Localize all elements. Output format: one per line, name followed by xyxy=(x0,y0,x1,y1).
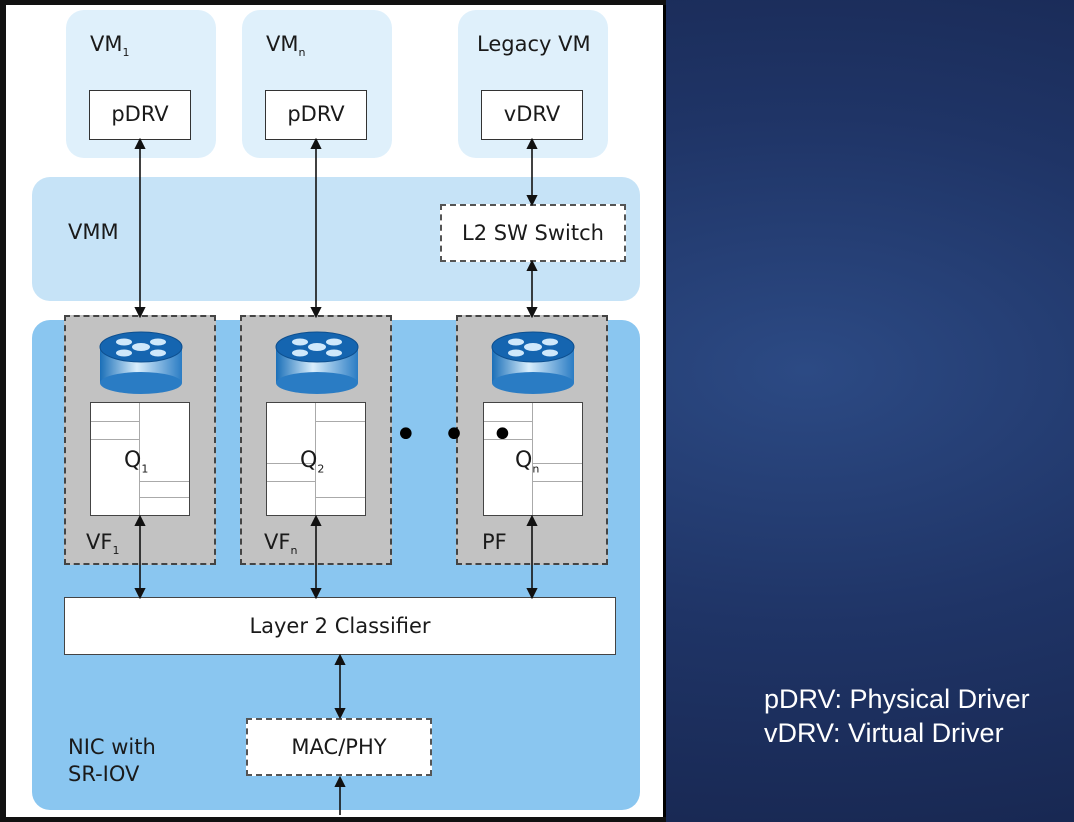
vm1-title: VM1 xyxy=(90,32,130,60)
legacy-vdrv-box: vDRV xyxy=(481,90,583,140)
pf-label: PF xyxy=(482,530,507,554)
queue-label-n: Qn xyxy=(515,448,540,476)
vmm-label: VMM xyxy=(68,220,119,244)
frame-bottom-edge xyxy=(0,817,666,822)
vmn-pdrv-box: pDRV xyxy=(265,90,367,140)
queue-disk-icon xyxy=(99,331,183,394)
queue-box-n xyxy=(483,402,583,516)
queue-label-1: Q1 xyxy=(124,448,149,476)
queue-disk-icon xyxy=(275,331,359,394)
legacy-vm-title: Legacy VM xyxy=(477,32,591,56)
vmn-title: VMn xyxy=(266,32,306,60)
diagram-connectors xyxy=(99,137,575,815)
vfn-label: VFn xyxy=(264,530,298,558)
mac-phy-box: MAC/PHY xyxy=(246,718,432,776)
legend-pdrv: pDRV: Physical Driver xyxy=(764,684,1030,714)
frame-left-edge xyxy=(0,0,6,822)
queue-box-1 xyxy=(90,402,190,516)
legend-vdrv: vDRV: Virtual Driver xyxy=(764,718,1004,748)
l2-sw-switch-box: L2 SW Switch xyxy=(440,204,626,262)
nic-label-line1: NIC with xyxy=(68,735,156,759)
layer2-classifier-box: Layer 2 Classifier xyxy=(64,597,616,655)
queue-label-2: Q2 xyxy=(300,448,325,476)
vf1-label: VF1 xyxy=(86,530,120,558)
ellipsis: • • • xyxy=(394,412,521,458)
vm1-pdrv-box: pDRV xyxy=(89,90,191,140)
queue-disk-icon xyxy=(491,331,575,394)
frame-top-edge xyxy=(0,0,666,5)
nic-label-line2: SR-IOV xyxy=(68,762,140,786)
